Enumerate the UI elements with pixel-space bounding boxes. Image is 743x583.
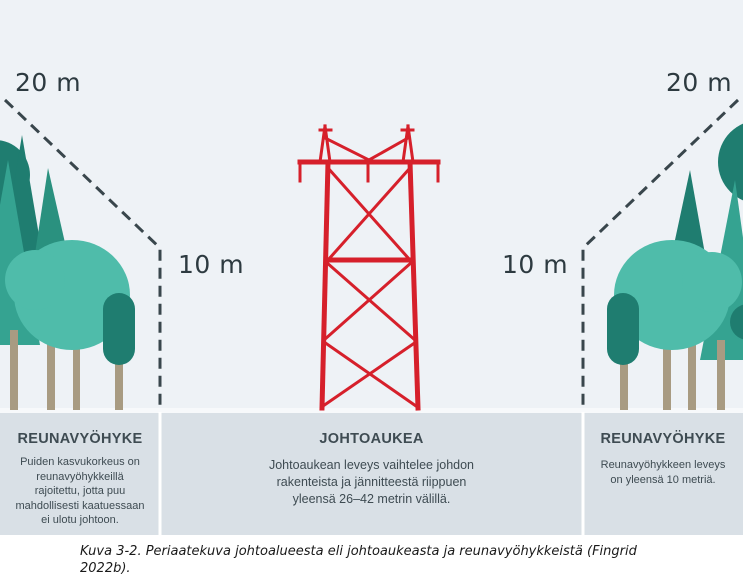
center-zone-title: JOHTOAUKEA bbox=[319, 431, 424, 447]
left-tree-group bbox=[0, 135, 135, 410]
figure-caption: Kuva 3-2. Periaatekuva johtoalueesta eli… bbox=[80, 543, 730, 577]
right-tree-group bbox=[607, 123, 743, 410]
left-narrow-tree bbox=[103, 293, 135, 365]
left-inner-distance-label: 10 m bbox=[178, 250, 245, 279]
ground-line bbox=[0, 408, 743, 413]
caption-line-2: 2022b). bbox=[80, 561, 131, 576]
power-line-corridor-illustration bbox=[0, 0, 743, 535]
center-zone-description: Johtoaukean leveys vaihtelee johdon rake… bbox=[268, 458, 474, 506]
right-narrow-tree bbox=[607, 293, 639, 365]
right-trunk-2 bbox=[663, 340, 671, 410]
right-dark-round-tree bbox=[718, 123, 743, 201]
left-trunk-2 bbox=[47, 340, 55, 410]
right-edge-tree bbox=[730, 304, 743, 340]
caption-line-1: Kuva 3-2. Periaatekuva johtoalueesta eli… bbox=[80, 544, 637, 559]
left-trunk-4 bbox=[115, 360, 123, 410]
right-zone-description: Reunavyöhykkeen leveys on yleensä 10 met… bbox=[600, 459, 726, 486]
ground-band bbox=[0, 410, 743, 535]
left-round-tree-lobe bbox=[5, 250, 65, 310]
right-zone-title: REUNAVYÖHYKE bbox=[600, 431, 726, 447]
right-trunk-4 bbox=[717, 340, 725, 410]
power-line-tower bbox=[297, 124, 441, 411]
right-round-tree-lobe bbox=[682, 252, 742, 312]
right-outer-distance-label: 20 m bbox=[666, 68, 733, 97]
left-outer-distance-label: 20 m bbox=[15, 68, 82, 97]
left-zone-description: Puiden kasvukorkeus on reunavyöhykkeillä… bbox=[15, 456, 145, 526]
right-inner-distance-label: 10 m bbox=[502, 250, 569, 279]
left-trunk-1 bbox=[10, 330, 18, 410]
right-trunk-1 bbox=[620, 355, 628, 410]
left-zone-title: REUNAVYÖHYKE bbox=[17, 431, 143, 447]
right-trunk-3 bbox=[688, 345, 696, 410]
left-trunk-3 bbox=[73, 340, 80, 410]
